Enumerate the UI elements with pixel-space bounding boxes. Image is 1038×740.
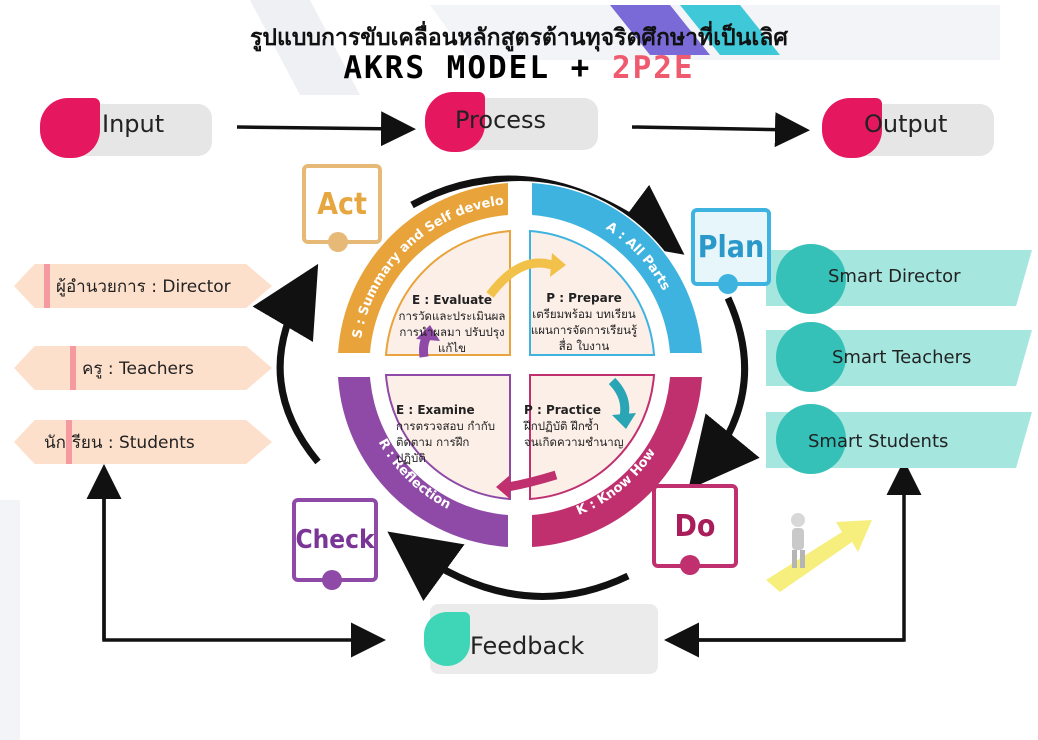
evaluate-line: แก้ไข <box>437 341 467 355</box>
quadrant-practice: P : Practice ฝึกปฏิบัติ ฝึกซ้ำ จนเกิดควา… <box>524 402 640 450</box>
ring-r-segment <box>338 377 508 547</box>
plan-down-icon <box>718 274 738 294</box>
output-director-label: Smart Director <box>828 266 961 287</box>
act-play-icon <box>328 232 348 252</box>
title-model-accent: 2P2E <box>611 50 695 86</box>
quadrant-prepare: P : Prepare เตรียมพร้อม บทเรียน แผนการจั… <box>522 290 646 354</box>
stage-check-label: Check <box>295 525 375 555</box>
stage-act-label: Act <box>317 186 367 222</box>
input-label: Input <box>102 110 165 138</box>
prepare-line: แผนการจัดการเรียนรู้ <box>530 323 638 337</box>
evaluate-title: E : Evaluate <box>411 293 493 307</box>
stage-plan-label: Plan <box>697 229 765 265</box>
akrs-cycle-wheel: S : Summary and Self develop A : All Par… <box>336 181 704 549</box>
examine-line: การตรวจสอบ กำกับ <box>396 419 496 433</box>
input-director-label: ผู้อำนวยการ : Director <box>56 276 231 297</box>
evaluate-to-prepare-arrow <box>486 258 554 298</box>
quadrant-evaluate: E : Evaluate การวัดและประเมินผล การนำผลม… <box>396 292 508 356</box>
ring-a-segment <box>532 183 702 353</box>
prepare-to-practice-arrow <box>608 377 630 418</box>
ring-s-segment <box>338 183 508 353</box>
practice-line: จนเกิดความชำนาญ <box>524 435 624 449</box>
output-director-circle <box>776 244 846 314</box>
title-thai: รูปแบบการขับเคลื่อนหลักสูตรต้านทุจริตศึก… <box>250 25 788 51</box>
practice-title: P : Practice <box>524 403 601 417</box>
output-tab <box>822 98 882 158</box>
check-up-icon <box>322 570 342 590</box>
input-students: นักเรียน : Students <box>14 420 272 464</box>
prepare-line: เตรียมพร้อม บทเรียน <box>532 307 636 321</box>
quadrant-examine: E : Examine การตรวจสอบ กำกับ ติดตาม การฝ… <box>396 402 508 466</box>
output-teachers-label: Smart Teachers <box>832 347 972 368</box>
examine-line: ติดตาม การฝึก <box>396 435 470 449</box>
stage-check: Check <box>292 498 378 582</box>
title-model: AKRS MODEL + 2P2E <box>0 50 1038 86</box>
practice-to-examine-arrow <box>507 470 558 492</box>
process-tab <box>425 92 485 152</box>
process-label: Process <box>455 106 547 134</box>
input-tab <box>40 98 100 158</box>
stage-do-label: Do <box>674 508 716 544</box>
output-label: Output <box>864 110 948 138</box>
output-teachers-circle <box>776 322 846 392</box>
evaluate-line: การวัดและประเมินผล <box>398 309 506 323</box>
input-students-label: นักเรียน : Students <box>44 432 195 453</box>
input-director: ผู้อำนวยการ : Director <box>14 264 272 308</box>
examine-title: E : Examine <box>396 403 475 417</box>
practice-line: ฝึกปฏิบัติ ฝึกซ้ำ <box>524 419 600 433</box>
prepare-line: สื่อ ใบงาน <box>558 339 610 353</box>
do-left-icon <box>680 555 700 575</box>
output-students-circle <box>776 404 846 474</box>
ring-k-segment <box>532 377 702 547</box>
title-model-text: AKRS MODEL + <box>343 50 612 86</box>
growth-arrow-icon <box>766 513 872 592</box>
feedback-label: Feedback <box>470 632 585 660</box>
input-teachers-label: ครู : Teachers <box>82 358 194 379</box>
feedback-tab <box>424 612 470 666</box>
examine-line: ปฏิบัติ <box>396 451 426 465</box>
evaluate-line: การนำผลมา ปรับปรุง <box>399 325 505 339</box>
output-students-label: Smart Students <box>808 431 949 452</box>
input-teachers: ครู : Teachers <box>14 346 272 390</box>
prepare-title: P : Prepare <box>546 291 622 305</box>
